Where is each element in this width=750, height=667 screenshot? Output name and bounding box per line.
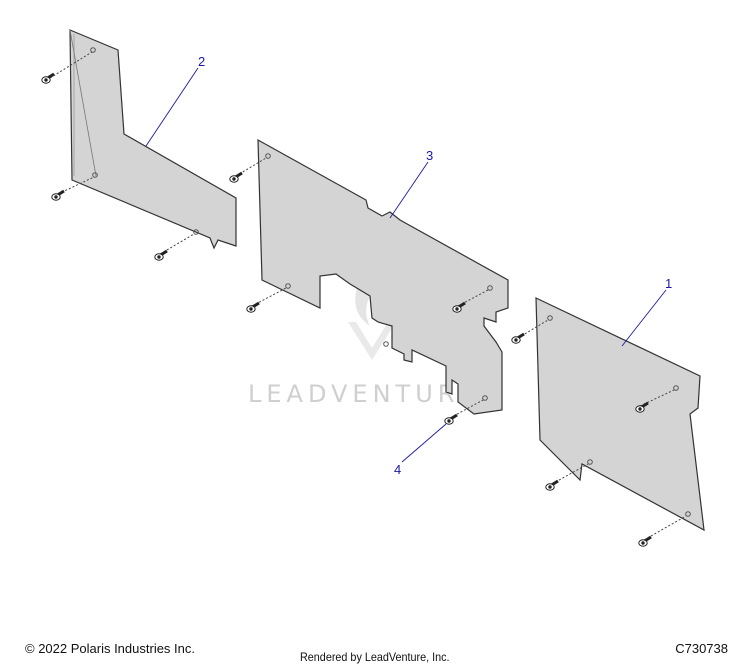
- panel-2-hole: [193, 229, 199, 235]
- rendered-by-credit: Rendered by LeadVenture, Inc.: [300, 650, 450, 664]
- panel-1-hole: [685, 511, 691, 517]
- panel-2-hole: [90, 47, 96, 53]
- screw-icon: [229, 171, 243, 183]
- screw-icon: [444, 413, 458, 425]
- watermark-brand: LEADVENTURE: [248, 380, 480, 408]
- screw-icon: [246, 301, 260, 313]
- panel-1-hole: [673, 385, 679, 391]
- screw-icon: [452, 301, 466, 313]
- panel-1-hole: [587, 459, 593, 465]
- panel-3-hole: [285, 283, 291, 289]
- screw-icon: [638, 535, 652, 547]
- screw-icon: [41, 72, 55, 84]
- panel-1-hole: [547, 315, 553, 321]
- screws: [41, 72, 652, 547]
- callout-part-4[interactable]: 4: [394, 462, 401, 477]
- panel-2-hole: [92, 172, 98, 178]
- diagram-id: C730738: [675, 641, 728, 656]
- callout-part-1[interactable]: 1: [665, 276, 672, 291]
- panel-part-1: [535, 297, 705, 532]
- callout-part-2[interactable]: 2: [198, 54, 205, 69]
- panel-part-2: [69, 29, 237, 250]
- screw-icon: [154, 249, 168, 261]
- callout-part-3[interactable]: 3: [426, 148, 433, 163]
- screw-icon: [635, 401, 649, 413]
- screw-icon: [545, 479, 559, 491]
- panel-3-hole: [383, 341, 389, 347]
- callout-leaders: [145, 67, 667, 463]
- panel-3-hole: [482, 395, 488, 401]
- panel-part-3: [257, 138, 509, 415]
- panel-3-hole: [265, 153, 271, 159]
- screw-icon: [511, 332, 525, 344]
- panel-3-hole: [487, 285, 493, 291]
- watermark: LEADVENTURE: [248, 268, 480, 408]
- copyright-notice: © 2022 Polaris Industries Inc.: [25, 641, 195, 656]
- screw-icon: [51, 189, 65, 201]
